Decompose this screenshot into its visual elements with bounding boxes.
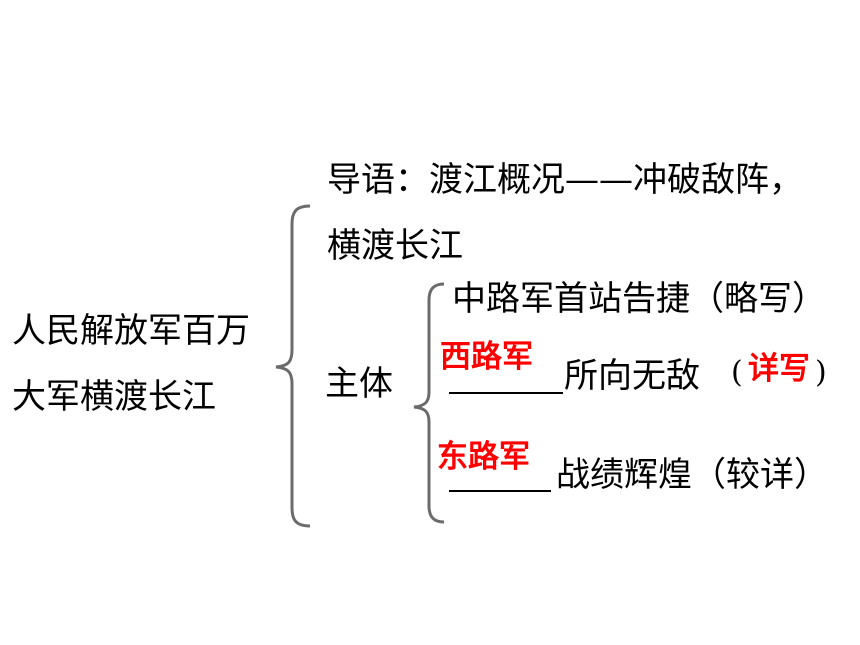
item-2-blank <box>449 392 563 394</box>
item-2-text: 所向无敌 <box>564 356 700 396</box>
main-label: 主体 <box>325 364 393 404</box>
item-2-open-paren: ( <box>731 355 743 390</box>
intro-line-2: 横渡长江 <box>327 226 463 266</box>
intro-line-1: 导语：渡江概况——冲破敌阵， <box>327 160 803 200</box>
item-3-answer: 东路军 <box>437 439 530 475</box>
title-line-1: 人民解放军百万 <box>12 311 250 351</box>
item-2-note: 详写 <box>748 351 810 387</box>
title-line-2: 大军横渡长江 <box>12 377 216 417</box>
item-3-blank <box>449 490 551 492</box>
item-1: 中路军首站告捷（略写） <box>452 279 826 319</box>
item-2-close-paren: ) <box>815 355 827 390</box>
item-3-text: 战绩辉煌（较详） <box>556 455 828 495</box>
item-2-answer: 西路军 <box>440 339 533 375</box>
